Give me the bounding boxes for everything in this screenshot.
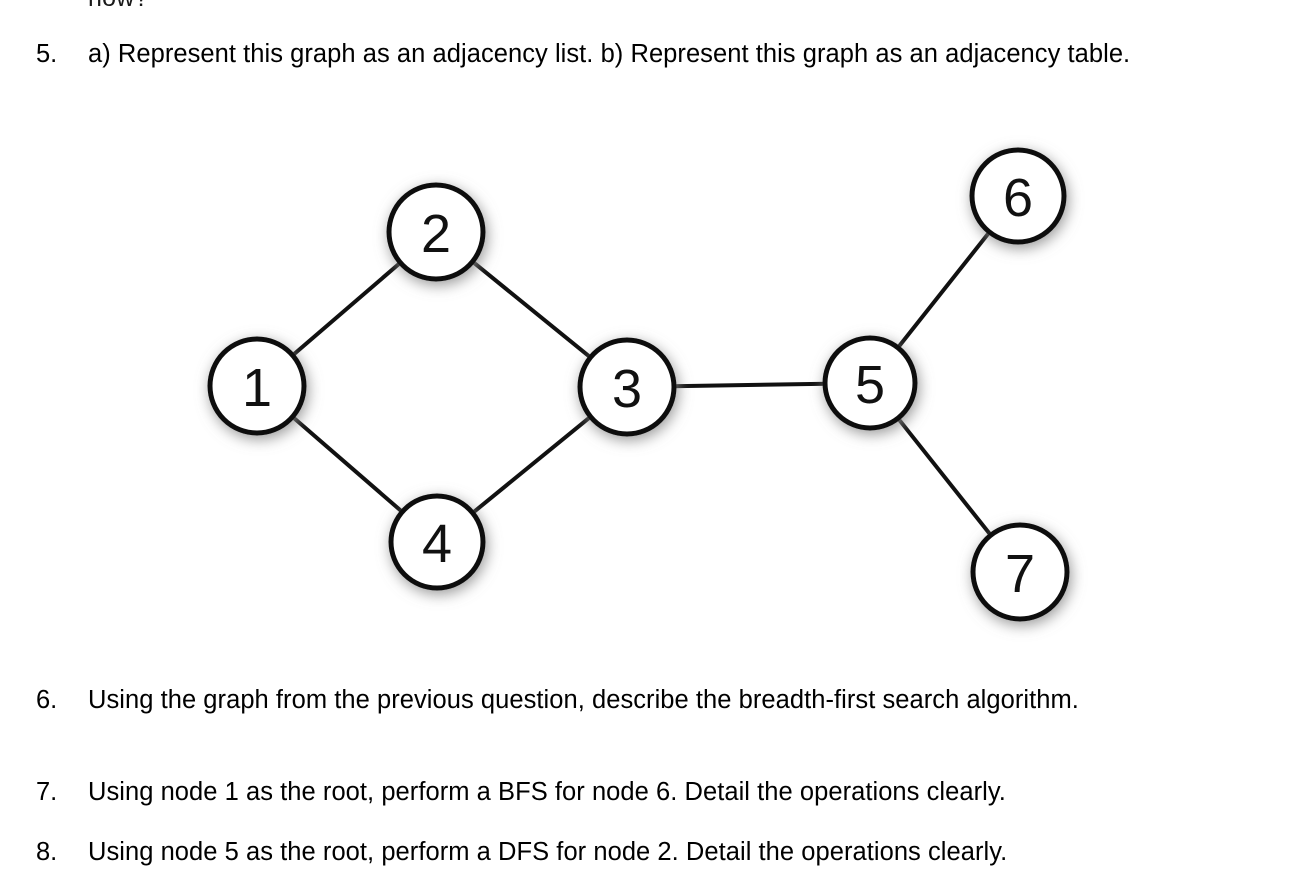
graph-node-7: 7 <box>970 522 1070 622</box>
question-text-8: Using node 5 as the root, perform a DFS … <box>88 838 1008 866</box>
graph-node-label-5: 5 <box>855 355 885 415</box>
graph-node-label-4: 4 <box>422 514 452 574</box>
graph-edge-1-2 <box>289 259 404 359</box>
graph-node-label-6: 6 <box>1003 168 1033 228</box>
question-text-6: Using the graph from the previous questi… <box>88 686 1079 714</box>
top-cutoff-text: now? <box>88 0 149 13</box>
question-text-7: Using node 1 as the root, perform a BFS … <box>88 778 1006 806</box>
graph-edge-3-5 <box>669 381 830 389</box>
graph-edge-4-3 <box>469 413 595 517</box>
graph-node-2: 2 <box>386 182 486 282</box>
graph-diagram: 1 2 3 4 5 6 7 <box>207 147 1070 622</box>
graph-node-circle-5 <box>822 335 918 431</box>
graph-node-3: 3 <box>577 337 677 437</box>
question-text-5: a) Represent this graph as an adjacency … <box>88 40 1131 68</box>
graph-figure: 1 2 3 4 5 6 7 <box>0 118 1303 658</box>
graph-node-label-2: 2 <box>421 204 451 264</box>
question-number-5: 5. <box>36 40 58 68</box>
graph-node-5: 5 <box>822 335 918 431</box>
graph-node-layer: 1 2 3 4 5 6 7 <box>207 147 1070 622</box>
graph-node-circle-4 <box>388 493 486 591</box>
graph-edge-5-6 <box>894 228 993 352</box>
graph-node-label-3: 3 <box>612 359 642 419</box>
graph-edge-2-3 <box>468 258 595 361</box>
question-number-6: 6. <box>36 686 58 714</box>
graph-edge-5-7 <box>894 414 995 539</box>
graph-node-circle-2 <box>386 182 486 282</box>
graph-edge-1-4 <box>289 413 406 516</box>
graph-node-circle-7 <box>970 522 1070 622</box>
question-number-8: 8. <box>36 838 58 866</box>
graph-node-1: 1 <box>207 336 307 436</box>
graph-node-label-1: 1 <box>242 358 272 418</box>
graph-node-circle-6 <box>969 147 1067 245</box>
graph-edge-layer <box>289 228 995 539</box>
graph-node-circle-1 <box>207 336 307 436</box>
graph-node-6: 6 <box>969 147 1067 245</box>
graph-node-circle-3 <box>577 337 677 437</box>
question-number-7: 7. <box>36 778 58 806</box>
graph-node-4: 4 <box>388 493 486 591</box>
graph-node-label-7: 7 <box>1005 544 1035 604</box>
